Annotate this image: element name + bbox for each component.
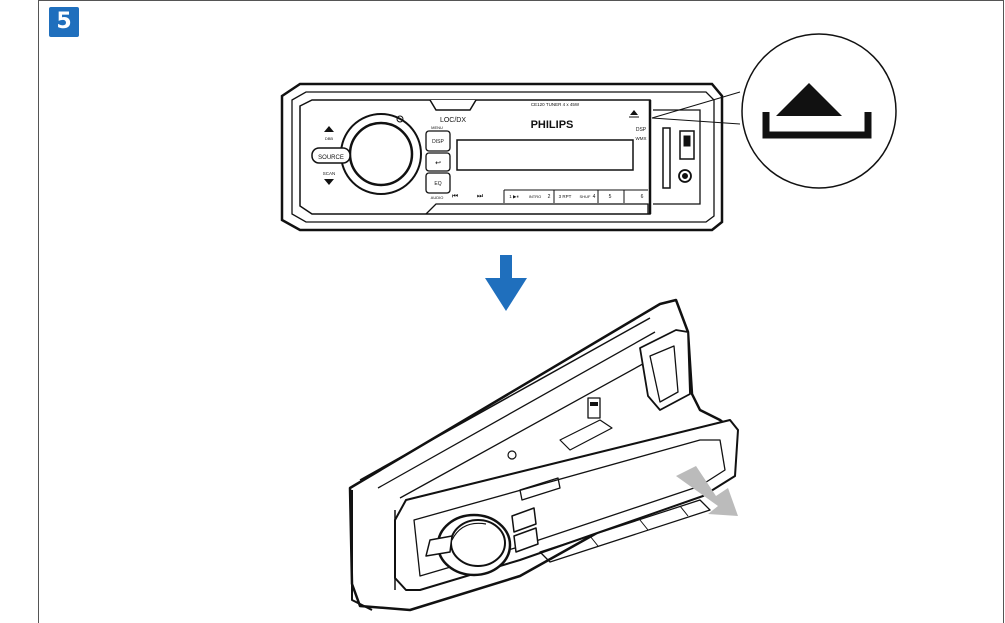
preset-4-label: 4 <box>593 194 596 200</box>
preset-5-label: 5 <box>609 194 612 200</box>
eject-small-icon <box>630 110 638 115</box>
step-number-badge: 5 <box>49 7 79 37</box>
loc-dx-label: LOC/DX <box>440 117 466 124</box>
wmx-label: WMX <box>636 136 647 141</box>
radio-display <box>456 139 634 171</box>
intro-label: INTRO <box>529 194 541 199</box>
disp-label: DISP <box>432 139 444 145</box>
preset-1-label: 1 ▶⏸ <box>509 194 518 199</box>
preset-3-label: 3 RPT <box>559 194 572 199</box>
eq-label: EQ <box>434 181 441 187</box>
audio-label: AUDIO <box>431 195 444 200</box>
down-arrow-icon <box>324 179 334 185</box>
brand-logo: PHILIPS <box>531 119 574 131</box>
menu-label: MENU <box>431 125 443 130</box>
model-label: CE120 TUNER 4 x 45W <box>531 102 580 107</box>
next-label: ⏭ <box>477 193 484 200</box>
eject-icon <box>762 83 872 139</box>
car-radio-front <box>280 82 724 232</box>
volume-knob <box>348 121 414 187</box>
prev-label: ⏮ <box>452 193 458 200</box>
arrow-down-icon <box>485 255 527 311</box>
arrow-right-down-icon <box>676 466 738 516</box>
figure-frame <box>38 0 1004 623</box>
shuf-label: SHUF <box>580 194 591 199</box>
dbb-label: DBB <box>325 136 334 141</box>
source-button-shape <box>311 147 351 164</box>
eject-callout <box>651 33 897 189</box>
source-label: SOURCE <box>318 155 344 161</box>
detaching-panel <box>348 298 739 612</box>
preset-2-label: 2 <box>548 194 551 200</box>
up-arrow-icon <box>324 126 334 132</box>
radio-labels: LOC/DX CE120 TUNER 4 x 45W PHILIPS SOURC… <box>318 102 647 200</box>
scan-label: SCAN <box>323 171 336 176</box>
preset-6-label: 6 <box>641 194 644 200</box>
dsp-label: DSP <box>636 127 647 133</box>
back-label: ↩ <box>435 160 441 167</box>
